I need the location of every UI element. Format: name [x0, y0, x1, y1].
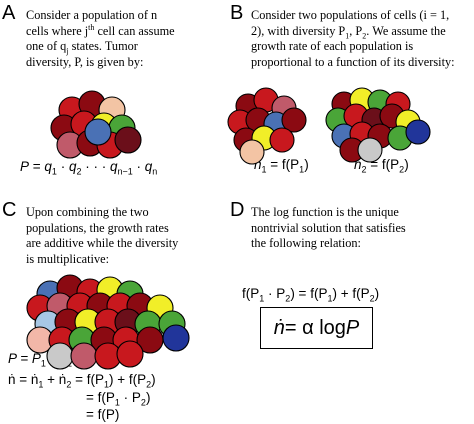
- cell: [114, 126, 142, 154]
- panel-d-letter: D: [230, 199, 245, 221]
- panel-b-growth-equation-2: ṅ2 = f(P2): [354, 157, 409, 175]
- panel-c-line-1: Upon combining the two: [26, 205, 149, 219]
- panel-b-line-2: 2), with diversity P1, P2. We assume the: [251, 23, 446, 41]
- panel-a-line-1: Consider a population of n: [26, 8, 158, 22]
- cell: [46, 342, 74, 370]
- panel-b-cell-cluster-1: [227, 87, 307, 165]
- panel-c-line-3: are additive while the diversity: [26, 236, 179, 251]
- panel-c-letter: C: [2, 199, 17, 221]
- cell: [357, 137, 383, 163]
- cell: [116, 340, 144, 368]
- panel-c-growth-sum: ṅ = ṅ1 + ṅ2 = f(P1) + f(P2): [8, 372, 156, 390]
- panel-a-cell-cluster: [50, 90, 142, 159]
- panel-c-description: Upon combining the two populations, the …: [26, 205, 226, 267]
- panel-c-line-4: is multiplicative:: [26, 251, 109, 266]
- panel-c-growth-product: = f(P1 · P2): [86, 390, 151, 408]
- panel-b-line-1: Consider two populations of cells (i = 1…: [251, 8, 450, 22]
- panel-d-description: The log function is the unique nontrivia…: [251, 205, 473, 252]
- panel-b-line-3: growth rate of each population is: [251, 39, 414, 54]
- panel-a-letter: A: [2, 2, 16, 24]
- panel-d-functional-equation: f(P1 · P2) = f(P1) + f(P2): [242, 286, 380, 304]
- panel-a-diversity-equation: P = q1 · q2 · · · qn−1 · qn: [20, 159, 158, 177]
- panel-b-line-4: proportional to a function of its divers…: [251, 54, 455, 69]
- cell: [281, 107, 307, 133]
- cell: [405, 119, 431, 145]
- cell: [70, 342, 98, 370]
- panel-d-line-2: nontrivial solution that satisfies: [251, 220, 406, 235]
- panel-a-line-3: one of qj states. Tumor: [26, 39, 138, 56]
- cell: [239, 139, 265, 165]
- cell: [162, 324, 190, 352]
- panel-c-line-2: populations, the growth rates: [26, 220, 169, 235]
- panel-b-cell-cluster-2: [325, 87, 431, 163]
- cell: [269, 127, 295, 153]
- panel-b-growth-equation-1: ṅ1 = f(P1): [254, 157, 309, 175]
- panel-c-growth-result: = f(P): [86, 407, 120, 422]
- panel-c-cell-cluster: [26, 274, 190, 370]
- panel-a-line-2: cells where jth cell can assume: [26, 22, 175, 38]
- panel-a-description: Consider a population of n cells where j…: [26, 8, 226, 70]
- panel-d-line-3: the following relation:: [251, 236, 361, 251]
- panel-d-log-solution-box: ṅ = α log P: [260, 307, 373, 349]
- panel-a-line-4: diversity, P, is given by:: [26, 54, 144, 69]
- panel-b-description: Consider two populations of cells (i = 1…: [251, 8, 473, 70]
- cell: [84, 118, 112, 146]
- panel-d-line-1: The log function is the unique: [251, 205, 399, 219]
- panel-b-letter: B: [230, 2, 244, 24]
